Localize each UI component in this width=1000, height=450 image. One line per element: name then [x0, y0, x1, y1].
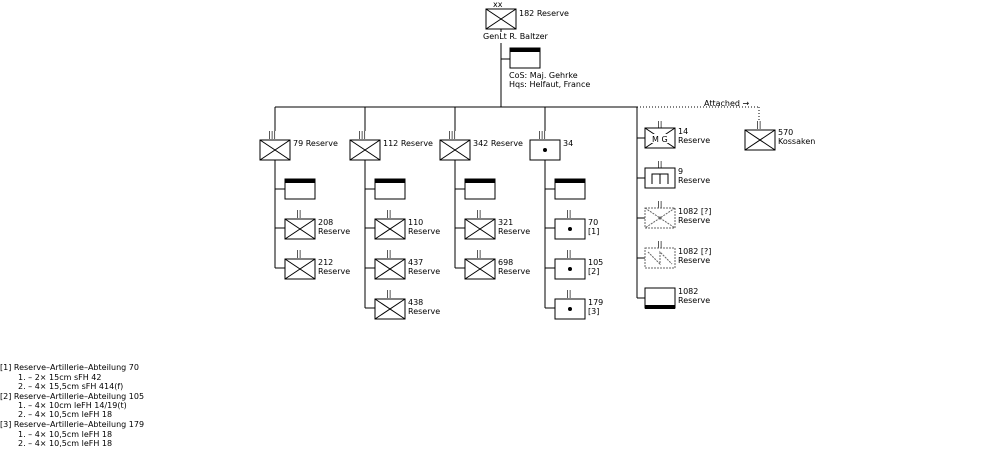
- svg-text:||: ||: [386, 249, 391, 258]
- regiment-name: 79 Reserve: [293, 139, 338, 148]
- svg-text:||: ||: [657, 160, 662, 169]
- svg-text:||: ||: [566, 249, 571, 258]
- battalion-number: 438: [408, 298, 423, 307]
- footnote-heading: [3] Reserve–Artillerie–Abteilung 179: [0, 420, 144, 429]
- battalion-type: Reserve: [318, 227, 350, 236]
- footnote-line: 1. – 2× 15cm sFH 42: [18, 373, 101, 382]
- svg-text:|||: |||: [358, 130, 366, 139]
- unit-type: Kossaken: [778, 137, 815, 146]
- regiment-112: ||| 112 Reserve || 110 Reserve || 437 Re…: [349, 107, 440, 320]
- battalion-type: Reserve: [498, 227, 530, 236]
- unit-type: Reserve: [678, 176, 710, 185]
- battalion-number: 70: [588, 218, 598, 227]
- svg-text:||: ||: [386, 209, 391, 218]
- svg-text:||: ||: [476, 249, 481, 258]
- battalion-type: Reserve: [408, 267, 440, 276]
- battalion-number: 179: [588, 298, 603, 307]
- unit-number: 570: [778, 128, 793, 137]
- battalion-number: 437: [408, 258, 423, 267]
- footnote-line: 1. – 4× 10cm leFH 14/19(t): [18, 401, 127, 410]
- unit-type: Reserve: [678, 296, 710, 305]
- footnote-line: 2. – 4× 15,5cm sFH 414(f): [18, 382, 123, 391]
- unit-number: 9: [678, 167, 683, 176]
- svg-text:||: ||: [296, 209, 301, 218]
- footnote-line: 2. – 4× 10,5cm leFH 18: [18, 439, 112, 448]
- footnote-line: 1. – 4× 10,5cm leFH 18: [18, 430, 112, 439]
- unit-number: 1082 [?]: [678, 207, 711, 216]
- svg-text:||: ||: [566, 289, 571, 298]
- unit-number: 1082 [?]: [678, 247, 711, 256]
- battalion-number: 212: [318, 258, 333, 267]
- battalion-number: 321: [498, 218, 513, 227]
- battalion-type: Reserve: [408, 227, 440, 236]
- division-hq: xx 182 Reserve GenLt R. Baltzer: [483, 0, 569, 41]
- svg-text:||: ||: [476, 209, 481, 218]
- svg-text:||: ||: [386, 289, 391, 298]
- svg-text:|||: |||: [538, 130, 546, 139]
- battalion-note-ref: [3]: [588, 307, 599, 316]
- battalion-number: 698: [498, 258, 513, 267]
- attached-unit-570: || 570 Kossaken: [744, 120, 815, 151]
- battalion-number: 110: [408, 218, 423, 227]
- unit-type: Reserve: [678, 216, 710, 225]
- regiment-79: ||| 79 Reserve || 208 Reserve || 212 Res…: [259, 107, 350, 280]
- staff-section: CoS: Maj. Gehrke Hqs: Helfaut, France: [509, 47, 590, 89]
- svg-text:|||: |||: [448, 130, 456, 139]
- battalion-number: 105: [588, 258, 603, 267]
- footnote-heading: [2] Reserve–Artillerie–Abteilung 105: [0, 392, 144, 401]
- division-name: 182 Reserve: [519, 9, 569, 18]
- battalion-note-ref: [1]: [588, 227, 599, 236]
- chief-of-staff: CoS: Maj. Gehrke: [509, 71, 578, 80]
- headquarters-location: Hqs: Helfaut, France: [509, 80, 590, 89]
- attached-label: Attached →: [704, 99, 750, 108]
- mg-symbol-text: M G: [652, 135, 668, 144]
- unit-type: Reserve: [678, 256, 710, 265]
- unit-number: 1082: [678, 287, 698, 296]
- battalion-number: 208: [318, 218, 333, 227]
- commander-label: GenLt R. Baltzer: [483, 32, 549, 41]
- battalion-type: Reserve: [498, 267, 530, 276]
- footnote-line: 2. – 4× 10,5cm leFH 18: [18, 410, 112, 419]
- footnotes: [1] Reserve–Artillerie–Abteilung 70 1. –…: [0, 363, 144, 448]
- svg-text:||: ||: [756, 120, 761, 129]
- battalion-type: Reserve: [318, 267, 350, 276]
- svg-text:||: ||: [566, 209, 571, 218]
- regiment-name: 34: [563, 139, 573, 148]
- svg-text:||: ||: [296, 249, 301, 258]
- battalion-note-ref: [2]: [588, 267, 599, 276]
- regiment-342: ||| 342 Reserve || 321 Reserve || 698 Re…: [439, 107, 530, 280]
- artillery-regiment-34: ||| 34 || 70 [1] || 105 [2] || 179 [3]: [529, 107, 603, 320]
- regiment-name: 112 Reserve: [383, 139, 433, 148]
- svg-text:||: ||: [657, 200, 662, 209]
- support-units: || M G 14 Reserve || 9 Reserve || 1082 […: [636, 107, 711, 309]
- unit-type: Reserve: [678, 136, 710, 145]
- echelon-marker: xx: [493, 0, 503, 9]
- unit-number: 14: [678, 127, 688, 136]
- svg-text:||: ||: [657, 120, 662, 129]
- regiment-name: 342 Reserve: [473, 139, 523, 148]
- svg-text:|||: |||: [268, 130, 276, 139]
- battalion-type: Reserve: [408, 307, 440, 316]
- footnote-heading: [1] Reserve–Artillerie–Abteilung 70: [0, 363, 139, 372]
- svg-text:||: ||: [657, 240, 662, 249]
